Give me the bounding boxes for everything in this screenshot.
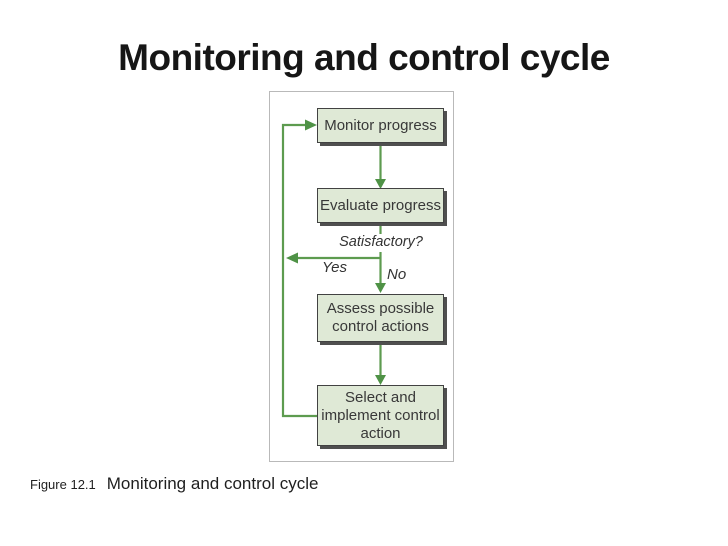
node-label-line: Assess possible — [326, 300, 435, 317]
figure-caption-text: Monitoring and control cycle — [106, 474, 319, 493]
node-label-line: control actions — [332, 318, 429, 335]
node-label: Evaluate progress — [320, 196, 441, 214]
node-assess-control-actions: Assess possible control actions — [317, 294, 444, 342]
node-evaluate-progress: Evaluate progress — [317, 188, 444, 223]
node-label-line: implement control — [321, 406, 440, 424]
page-title: Monitoring and control cycle — [118, 37, 610, 78]
no-branch-label: No — [387, 266, 407, 283]
node-label-line: action — [360, 424, 401, 442]
figure-caption-number: Figure 12.1 — [30, 477, 96, 492]
decision-label: Satisfactory? — [336, 234, 426, 252]
node-monitor-progress: Monitor progress — [317, 108, 444, 143]
figure-caption: Figure 12.1 Monitoring and control cycle — [30, 474, 318, 494]
yes-branch-label: Yes — [322, 259, 348, 276]
node-label: Monitor progress — [324, 116, 437, 134]
node-label-line: Select and — [345, 388, 416, 406]
node-select-implement-action: Select and implement control action — [317, 385, 444, 446]
